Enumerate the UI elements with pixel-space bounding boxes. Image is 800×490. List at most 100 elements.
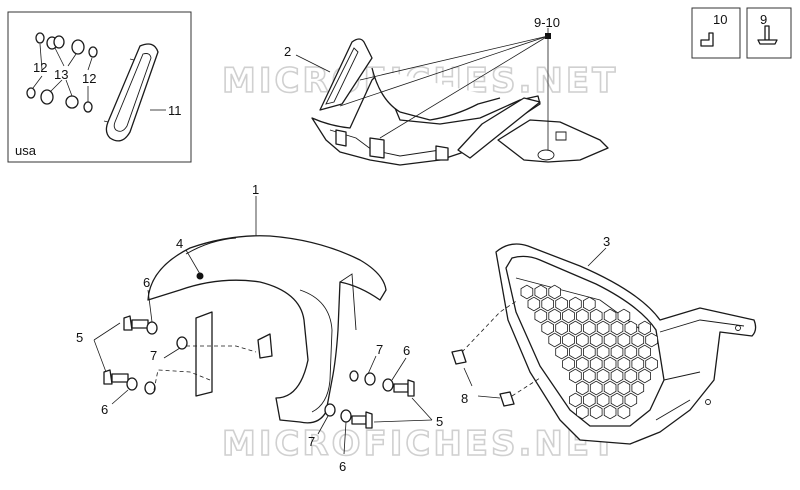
label-6-bottom-left: 6 (101, 402, 108, 417)
grille-cell (589, 380, 603, 396)
front-grille-part-3 (495, 243, 757, 445)
grille-cell (617, 332, 631, 348)
label-13: 13 (54, 67, 68, 82)
grille-cell (583, 320, 596, 336)
label-11: 11 (168, 103, 182, 118)
grille-cell (583, 296, 596, 312)
grille-cell (576, 332, 589, 348)
grille-cell (610, 320, 624, 336)
grille-cell (569, 296, 582, 312)
label-9-10: 9-10 (534, 15, 560, 30)
grille-cell (589, 332, 603, 348)
grille-cell (617, 380, 631, 396)
hardware-box-9: 9 (746, 7, 792, 59)
decal-marker (196, 272, 204, 280)
grille-cell (576, 308, 589, 324)
grille-cell (610, 392, 624, 408)
label-10: 10 (713, 12, 727, 27)
label-5-left: 5 (76, 330, 83, 345)
inset-hardware (26, 32, 98, 113)
grille-cell (624, 392, 638, 408)
region-label: usa (15, 143, 37, 158)
grille-screws-part-8 (451, 349, 515, 407)
grille-cell (583, 392, 596, 408)
grille-cell (527, 296, 541, 312)
grille-cell (562, 332, 575, 348)
grille-cell (596, 368, 610, 384)
label-4: 4 (176, 236, 183, 251)
hardware-box-10: 10 (691, 7, 741, 59)
grille-cell (610, 368, 624, 384)
grille-cell (624, 344, 638, 360)
grille-cell (589, 356, 603, 372)
grille-cell (548, 284, 561, 300)
grille-cell (603, 356, 617, 372)
grille-cell (562, 356, 575, 372)
grille-cell (603, 332, 617, 348)
grille-cell (555, 344, 568, 360)
grille-cell (569, 392, 582, 408)
right-fasteners (324, 370, 415, 429)
label-7-bottom: 7 (308, 434, 315, 449)
grille-cell (596, 392, 610, 408)
upper-fairing-part-2 (311, 38, 609, 166)
grille-cell (576, 356, 589, 372)
grille-cell (589, 308, 603, 324)
grille-cell (645, 356, 658, 372)
grille-cell (576, 404, 589, 420)
grille-cell (631, 332, 645, 348)
label-7-right: 7 (376, 342, 383, 357)
grille-cell (555, 320, 568, 336)
grille-cell (617, 356, 631, 372)
grille-cell (555, 296, 568, 312)
grille-cell (603, 308, 617, 324)
grille-cell (603, 404, 617, 420)
label-9: 9 (760, 12, 767, 27)
grille-cell (624, 320, 638, 336)
reflector-part-11 (103, 43, 159, 142)
usa-inset: 12 13 12 11 usa (7, 11, 192, 163)
grille-cell (569, 368, 582, 384)
watermark-bottom: MICROFICHES.NET (222, 424, 618, 464)
grille-cell (596, 344, 610, 360)
grille-mesh (520, 284, 658, 420)
front-mudguard-part-1 (147, 235, 387, 424)
grille-cell (617, 308, 631, 324)
grille-cell (583, 344, 596, 360)
label-12-left: 12 (33, 60, 47, 75)
grille-cell (638, 368, 651, 384)
label-8: 8 (461, 391, 468, 406)
grille-cell (569, 320, 582, 336)
grille-cell (562, 308, 575, 324)
grille-cell (617, 404, 631, 420)
label-3: 3 (603, 234, 610, 249)
grille-cell (548, 332, 561, 348)
grille-cell (576, 380, 589, 396)
grille-cell (534, 308, 548, 324)
grille-cell (583, 368, 596, 384)
label-7-left: 7 (150, 348, 157, 363)
grille-cell (638, 344, 651, 360)
grille-cell (520, 284, 534, 300)
grille-cell (548, 308, 561, 324)
grille-cell (569, 344, 582, 360)
grille-cell (603, 380, 617, 396)
grille-cell (624, 368, 638, 384)
grille-cell (610, 344, 624, 360)
left-fasteners (103, 315, 188, 395)
label-12-right: 12 (82, 71, 96, 86)
grille-cell (645, 332, 658, 348)
label-5-right: 5 (436, 414, 443, 429)
grille-cell (541, 320, 554, 336)
label-6-bottom: 6 (339, 459, 346, 474)
grille-cell (638, 320, 651, 336)
grille-cell (631, 356, 645, 372)
label-2: 2 (284, 44, 291, 59)
label-6-right: 6 (403, 343, 410, 358)
grille-cell (631, 380, 645, 396)
grille-cell (534, 284, 548, 300)
label-1: 1 (252, 182, 259, 197)
grille-cell (596, 320, 610, 336)
label-6-top-left: 6 (143, 275, 150, 290)
